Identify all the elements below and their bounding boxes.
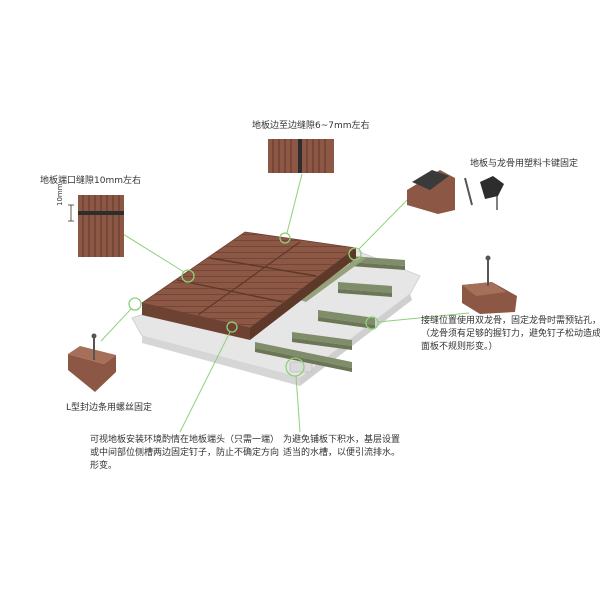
inset-double-keel bbox=[462, 255, 517, 314]
inset-end-gap bbox=[68, 195, 124, 257]
callout-markers bbox=[128, 232, 379, 377]
label-drainage: 为避免铺板下积水，基层设置 适当的水槽，以便引流排水。 bbox=[283, 435, 401, 458]
label-l-trim: L型封边条用螺丝固定 bbox=[66, 403, 153, 413]
label-end-gap: 地板端口缝隙10mm左右 bbox=[40, 176, 141, 186]
keels bbox=[255, 256, 405, 372]
keel-3 bbox=[318, 310, 375, 325]
keel-4 bbox=[292, 332, 352, 346]
label-clip-fix: 地板与龙骨用塑料卡键固定 bbox=[470, 159, 579, 169]
inset-clip bbox=[407, 170, 504, 214]
inset-l-trim bbox=[68, 333, 116, 392]
keel-long bbox=[300, 256, 366, 302]
label-double-keel: 接缝位置使用双龙骨，固定龙骨时需预钻孔， （龙骨须有足够的握钉力，避免钉子松动造… bbox=[421, 316, 600, 352]
keel-2 bbox=[338, 282, 392, 293]
label-10mm: 10mm bbox=[56, 183, 64, 206]
inset-side-gap bbox=[268, 139, 334, 173]
label-nail-fix: 可视地板安装环境酌情在地板端头（只需一端） 或中间部位侧槽两边固定钉子，防止不确… bbox=[90, 435, 280, 471]
keel-5 bbox=[255, 342, 352, 368]
label-side-gap: 地板边至边缝隙6~7mm左右 bbox=[252, 121, 370, 131]
callout-lines bbox=[100, 173, 470, 433]
drainage-channel bbox=[289, 361, 313, 373]
